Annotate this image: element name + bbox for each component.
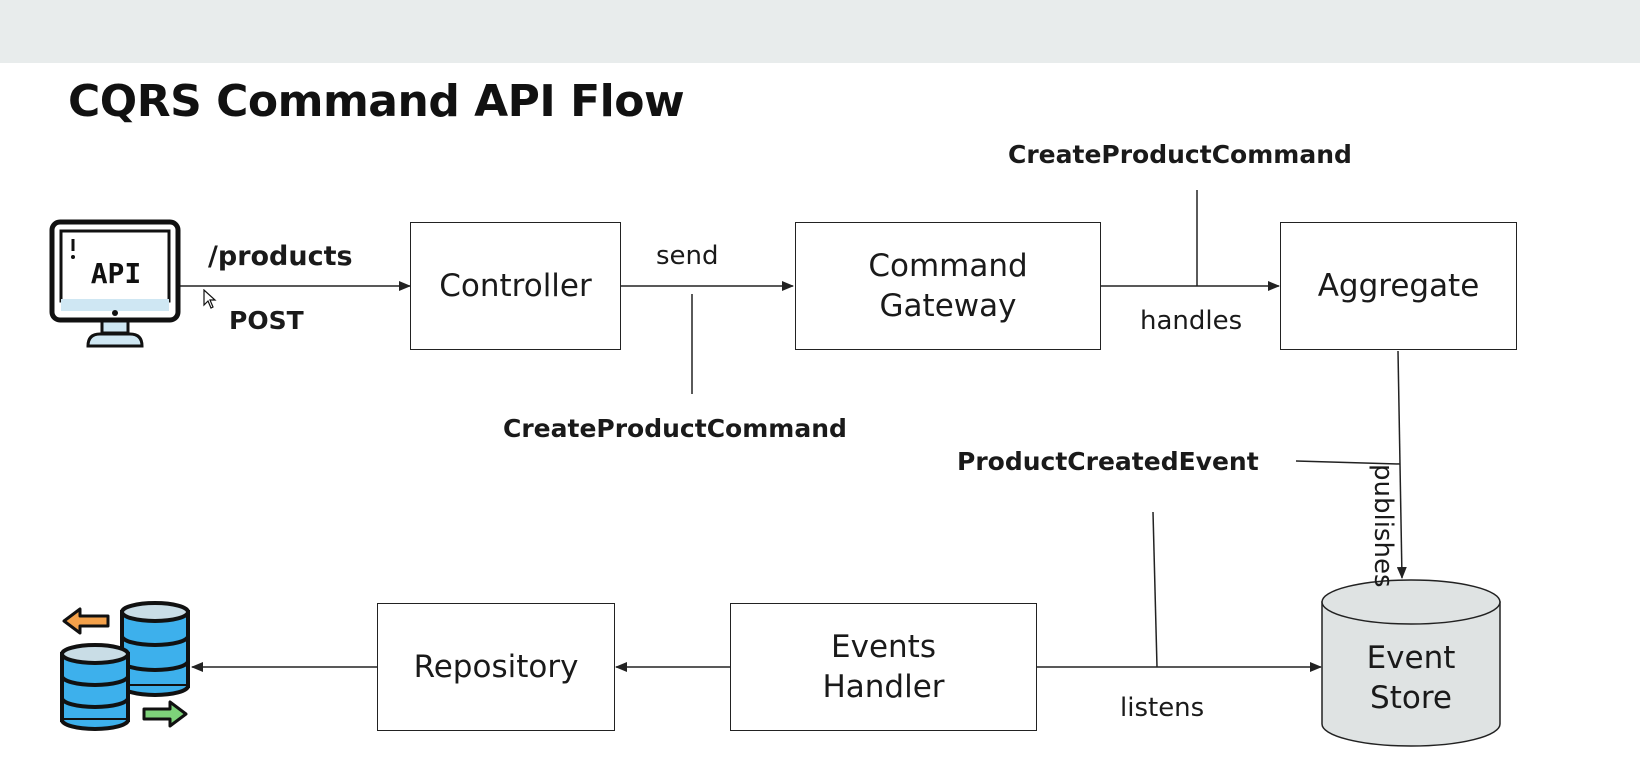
controller-box: Controller: [410, 222, 621, 350]
aggregate-box: Aggregate: [1280, 222, 1517, 350]
mouse-cursor-icon: [203, 289, 217, 309]
controller-label: Controller: [439, 268, 592, 304]
monitor-api-icon: API: [49, 219, 181, 348]
api-screen-text: API: [91, 257, 142, 290]
events-handler-label-line1: Events: [831, 629, 936, 665]
command-gateway-label-line1: Command: [868, 248, 1028, 284]
event-message-label: ProductCreatedEvent: [957, 447, 1259, 476]
page-title: CQRS Command API Flow: [68, 76, 685, 127]
handles-label: handles: [1140, 306, 1243, 336]
command-gateway-box: Command Gateway: [795, 222, 1101, 350]
command-gateway-label-line2: Gateway: [879, 288, 1017, 324]
repository-box: Repository: [377, 603, 615, 731]
connector-published-event: [1295, 460, 1401, 465]
command-message-label-lower: CreateProductCommand: [503, 414, 847, 443]
repository-label: Repository: [413, 649, 579, 685]
command-message-label-upper: CreateProductCommand: [1008, 140, 1352, 169]
listens-label: listens: [1120, 693, 1205, 723]
event-store-label-line2: Store: [1370, 680, 1452, 716]
http-method-label: POST: [229, 306, 304, 335]
connector-listens-event: [1152, 511, 1158, 668]
top-bar: [0, 0, 1640, 63]
event-store-label: Event Store: [1322, 638, 1500, 718]
arrow-aggregate-to-store: [1396, 350, 1407, 579]
send-label: send: [656, 241, 719, 271]
aggregate-label: Aggregate: [1317, 268, 1480, 304]
event-store-cylinder: [1321, 579, 1501, 747]
endpoint-label: /products: [208, 241, 353, 272]
publishes-label: publishes: [1368, 464, 1398, 588]
sync-arrow-right-icon: [142, 700, 188, 728]
events-handler-box: Events Handler: [730, 603, 1037, 731]
sync-arrow-left-icon: [62, 607, 110, 635]
event-store-label-line1: Event: [1366, 640, 1456, 676]
database-sync-icon: [60, 601, 190, 731]
events-handler-label-line2: Handler: [822, 669, 945, 705]
